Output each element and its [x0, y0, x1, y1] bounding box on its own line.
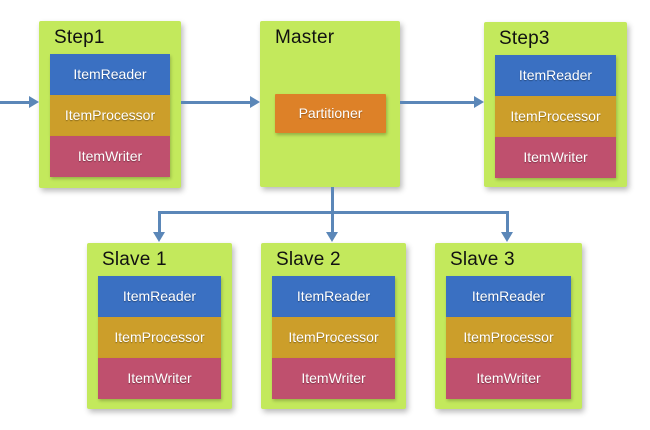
- arrow-to-slave3-line: [506, 211, 509, 232]
- arrow-step1-to-master-line: [181, 101, 251, 104]
- item-reader-block: ItemReader: [446, 276, 571, 317]
- item-reader-block: ItemReader: [50, 54, 170, 95]
- node-slave3: Slave 3 ItemReader ItemProcessor ItemWri…: [435, 243, 582, 409]
- item-reader-block: ItemReader: [98, 276, 221, 317]
- component-stack: ItemReader ItemProcessor ItemWriter: [98, 276, 221, 399]
- component-stack: ItemReader ItemProcessor ItemWriter: [446, 276, 571, 399]
- node-slave1: Slave 1 ItemReader ItemProcessor ItemWri…: [87, 243, 232, 409]
- item-reader-block: ItemReader: [272, 276, 395, 317]
- item-processor-block: ItemProcessor: [446, 317, 571, 358]
- node-step1: Step1 ItemReader ItemProcessor ItemWrite…: [39, 21, 181, 188]
- arrow-to-slave2-arrowhead: [326, 232, 338, 242]
- component-stack: ItemReader ItemProcessor ItemWriter: [272, 276, 395, 399]
- component-stack: ItemReader ItemProcessor ItemWriter: [495, 55, 616, 178]
- item-processor-block: ItemProcessor: [495, 96, 616, 137]
- component-stack: ItemReader ItemProcessor ItemWriter: [50, 54, 170, 177]
- arrow-to-slave2-line: [331, 211, 334, 232]
- node-title: Slave 3: [450, 249, 515, 270]
- node-master: Master Partitioner: [260, 21, 400, 187]
- node-title: Master: [275, 27, 335, 48]
- item-writer-block: ItemWriter: [495, 137, 616, 178]
- node-step3: Step3 ItemReader ItemProcessor ItemWrite…: [484, 22, 627, 187]
- item-writer-block: ItemWriter: [50, 136, 170, 177]
- arrow-to-slave1-line: [158, 211, 161, 232]
- item-writer-block: ItemWriter: [98, 358, 221, 399]
- item-reader-block: ItemReader: [495, 55, 616, 96]
- master-fanout-stem-line: [331, 187, 334, 212]
- item-writer-block: ItemWriter: [446, 358, 571, 399]
- partitioner-block: Partitioner: [275, 94, 386, 133]
- arrow-to-slave1-arrowhead: [153, 232, 165, 242]
- arrow-into-step1-arrowhead: [29, 96, 39, 108]
- arrow-step1-to-master-arrowhead: [250, 96, 260, 108]
- node-title: Slave 1: [102, 249, 167, 270]
- arrow-master-to-step3-arrowhead: [474, 96, 484, 108]
- node-title: Slave 2: [276, 249, 341, 270]
- item-processor-block: ItemProcessor: [272, 317, 395, 358]
- node-slave2: Slave 2 ItemReader ItemProcessor ItemWri…: [261, 243, 406, 409]
- node-title: Step1: [54, 27, 105, 48]
- item-writer-block: ItemWriter: [272, 358, 395, 399]
- node-title: Step3: [499, 28, 550, 49]
- arrow-into-step1-line: [0, 101, 30, 104]
- item-processor-block: ItemProcessor: [98, 317, 221, 358]
- arrow-to-slave3-arrowhead: [501, 232, 513, 242]
- item-processor-block: ItemProcessor: [50, 95, 170, 136]
- arrow-master-to-step3-line: [400, 101, 474, 104]
